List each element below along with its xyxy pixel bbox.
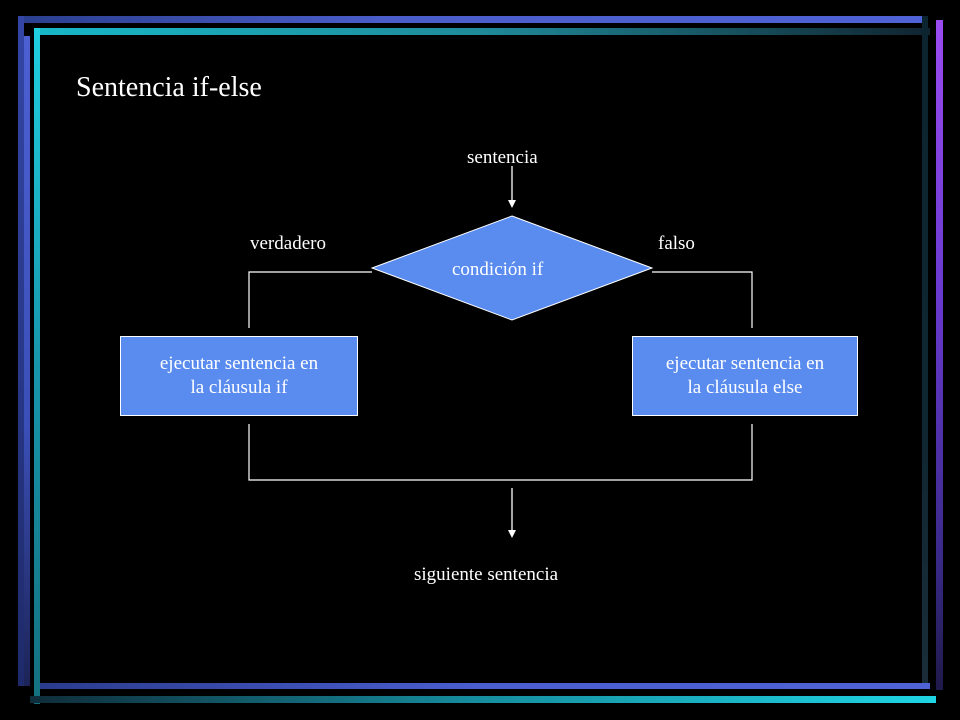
frame-bar-left-middle: [24, 36, 30, 686]
merge-line: [248, 424, 753, 481]
false-label: falso: [658, 233, 695, 254]
true-branch-line: [248, 271, 372, 328]
frame-bar-right-inner: [922, 16, 928, 684]
frame-bar-right-outer: [936, 20, 943, 690]
end-label: siguiente sentencia: [414, 564, 559, 585]
if-box-line-1: ejecutar sentencia en: [159, 353, 319, 374]
frame-bar-bottom-inner: [40, 683, 930, 689]
slide-title: Sentencia if-else: [76, 72, 262, 103]
frame-bar-top-inner: [34, 28, 930, 35]
frame-bar-top-outer: [18, 16, 922, 23]
if-box-line-2: la cláusula if: [190, 377, 288, 398]
false-branch-line: [652, 271, 753, 328]
else-box-line-2: la cláusula else: [687, 377, 803, 398]
condition-diamond: [370, 215, 654, 321]
true-label: verdadero: [250, 233, 326, 254]
if-clause-box: ejecutar sentencia en la cláusula if: [120, 336, 358, 416]
frame-bar-left-inner: [34, 28, 40, 704]
else-box-line-1: ejecutar sentencia en: [665, 353, 825, 374]
frame-bar-bottom-outer: [30, 696, 936, 703]
else-clause-box: ejecutar sentencia en la cláusula else: [632, 336, 858, 416]
frame-bar-left-outer: [18, 16, 24, 686]
condition-label: condición if: [452, 259, 544, 280]
start-label: sentencia: [467, 147, 538, 168]
